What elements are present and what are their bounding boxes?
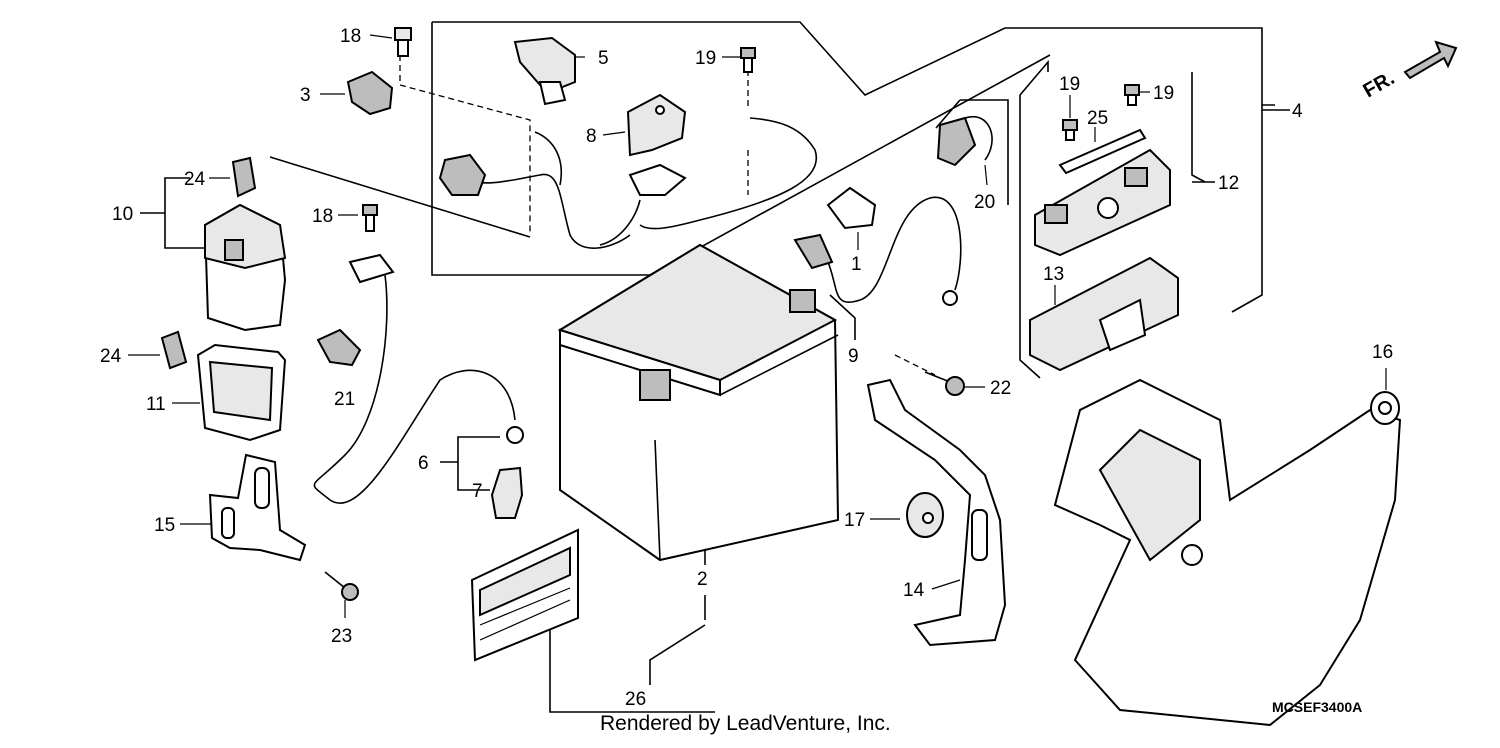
callout-15: 15: [154, 515, 175, 536]
credit-text: Rendered by LeadVenture, Inc.: [600, 712, 891, 735]
terminal-cover-8: [626, 93, 687, 157]
bolt-19-left: [1062, 119, 1078, 141]
callout-12: 12: [1218, 173, 1239, 194]
callout-6: 6: [418, 453, 429, 474]
callout-13: 13: [1043, 264, 1064, 285]
front-label: FR.: [1360, 67, 1399, 102]
bolt-19-center: [740, 47, 756, 73]
harness-cables: [438, 117, 818, 249]
callout-17: 17: [844, 510, 865, 531]
callout-10: 10: [112, 204, 133, 225]
terminal-cover-5: [513, 36, 576, 106]
callout-18-middle: 18: [312, 206, 333, 227]
callout-23: 23: [331, 626, 352, 647]
starter-relay-10: [203, 203, 287, 332]
bolt-22: [924, 371, 965, 396]
fuse-24-top: [231, 156, 257, 198]
callout-19-center: 19: [695, 48, 716, 69]
terminal-cap-7: [490, 466, 524, 519]
callout-25: 25: [1087, 108, 1108, 129]
battery-cable-6: [313, 253, 524, 504]
bolt-19-right: [1124, 84, 1140, 106]
callout-labels: 1 2 3 4 5 6 7 8 9 10 11 12 13 14 15 16 1…: [100, 26, 1393, 710]
callout-18-top: 18: [340, 26, 361, 47]
callout-5: 5: [598, 48, 609, 69]
group-bracket-lines: [140, 21, 1290, 713]
callout-21: 21: [334, 389, 355, 410]
strap-25: [1058, 128, 1147, 175]
callout-19-right: 19: [1153, 83, 1174, 104]
callout-3: 3: [300, 85, 311, 106]
drawing-code: MCSEF3400A: [1272, 699, 1362, 715]
callout-20: 20: [974, 192, 995, 213]
callout-11: 11: [146, 394, 166, 415]
callout-2: 2: [697, 569, 708, 590]
bolt-18-top: [394, 27, 412, 57]
callout-24-top: 24: [184, 169, 206, 190]
callout-4: 4: [1292, 101, 1303, 122]
bolt-18-middle: [362, 204, 378, 232]
callout-26: 26: [625, 689, 646, 710]
callout-7: 7: [472, 481, 483, 502]
caution-label-26: [470, 528, 579, 662]
battery-bracket-14: [866, 378, 1007, 647]
fuse-box-cover-13: [1029, 256, 1179, 372]
cable-clamp: [826, 186, 877, 230]
side-cover-16: [1053, 378, 1402, 727]
callout-8: 8: [586, 126, 597, 147]
ground-cable-1: [793, 196, 962, 306]
front-arrow-icon: [1403, 40, 1458, 80]
callout-9: 9: [848, 346, 859, 367]
clip-3: [346, 70, 394, 116]
fuse-24-lower: [160, 330, 188, 370]
callout-19-left: 19: [1059, 74, 1080, 95]
clamp-21: [316, 328, 362, 367]
callout-22: 22: [990, 378, 1011, 399]
callout-24-lower: 24: [100, 346, 122, 367]
bracket-15: [208, 453, 307, 562]
fuse-box-12: [1034, 148, 1171, 257]
callout-1: 1: [851, 254, 862, 275]
bolt-23: [324, 571, 359, 601]
battery-2: [557, 243, 840, 562]
grommet-17: [906, 492, 944, 538]
callout-16: 16: [1372, 342, 1393, 363]
relay-cover-11: [196, 343, 287, 442]
connector-20: [936, 115, 993, 167]
callout-14: 14: [903, 580, 925, 601]
